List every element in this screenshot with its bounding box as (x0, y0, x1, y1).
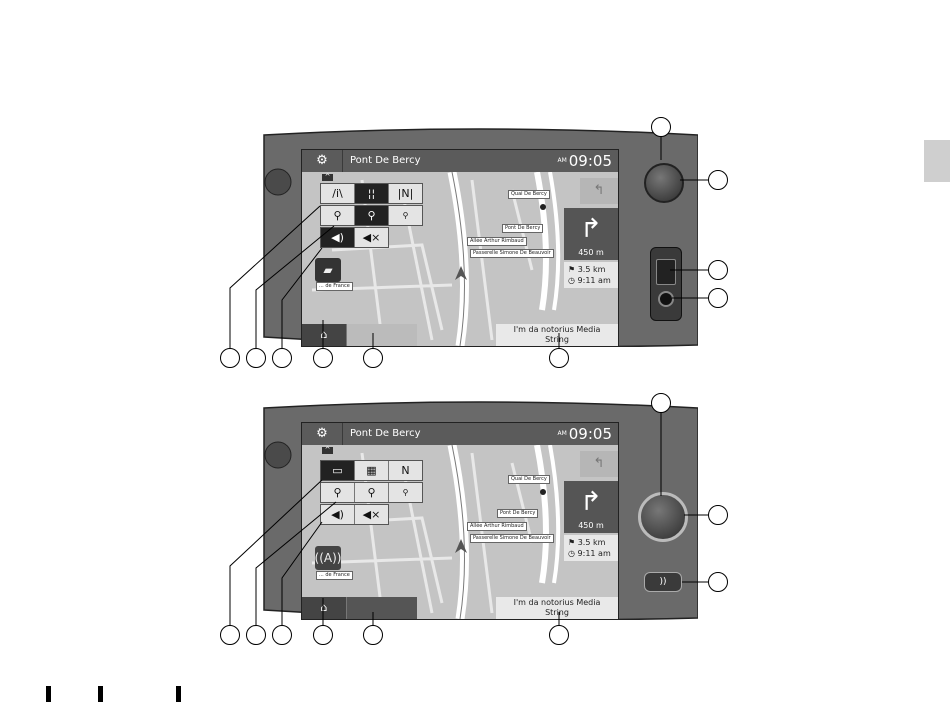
sound-buttons: ◀) ◀× (320, 504, 389, 525)
home-icon[interactable]: ⌂ (302, 324, 347, 346)
chat-bubbles-icon[interactable]: ▰ (315, 258, 341, 282)
next-turn-left-icon: ↰ (580, 178, 618, 204)
turn-right-arrow-icon: ↱450 m (564, 208, 618, 260)
map-label: ... de France (316, 571, 353, 580)
rotary-knob[interactable] (644, 163, 684, 203)
callout-marker (708, 572, 728, 592)
map-label: Passerelle Simone De Beauvoir (470, 249, 554, 258)
turn-right-arrow-icon: ↱450 m (564, 481, 618, 533)
poi-pin-icon (540, 489, 546, 495)
chevron-up-icon[interactable]: ^ (322, 447, 333, 454)
callout-marker (708, 505, 728, 525)
callout-marker (651, 117, 671, 137)
callout-marker (363, 625, 383, 645)
bottom-bar-empty-slot (347, 597, 417, 619)
callout-marker (313, 348, 333, 368)
callout-marker (246, 625, 266, 645)
3d-view-icon[interactable]: ▭ (321, 461, 355, 480)
sound-buttons: ◀) ◀× (320, 227, 389, 248)
callout-marker (272, 348, 292, 368)
callout-marker (708, 170, 728, 190)
speaker-on-icon[interactable]: ◀) (321, 228, 355, 247)
map-label: Pont De Bercy (502, 224, 544, 233)
zoom-buttons: ⚲ ⚲ ⚲ (320, 205, 423, 226)
map-view-buttons: /i\ ¦¦ |N| (320, 183, 423, 204)
bottom-bar-empty-slot (347, 324, 417, 346)
next-turn-left-icon: ↰ (580, 451, 618, 477)
trip-info: ⚑ 3.5 km ◷ 9:11 am (564, 535, 618, 561)
zoom-in-icon[interactable]: ⚲ (321, 483, 355, 502)
poi-pin-icon (540, 204, 546, 210)
aux-jack-icon (658, 291, 674, 307)
callout-marker (272, 625, 292, 645)
page-edge-tab (924, 140, 950, 182)
trip-info: ⚑ 3.5 km ◷ 9:11 am (564, 262, 618, 288)
map-label: Quai De Bercy (508, 190, 550, 199)
gear-icon[interactable]: ⚙ (302, 150, 343, 172)
north-up-icon[interactable]: |N| (389, 184, 422, 203)
zoom-out-icon[interactable]: ⚲ (389, 206, 422, 225)
callout-marker (651, 393, 671, 413)
callout-marker (220, 625, 240, 645)
zoom-default-icon[interactable]: ⚲ (355, 206, 389, 225)
callout-marker (313, 625, 333, 645)
callout-marker (549, 348, 569, 368)
speaker-on-icon[interactable]: ◀) (321, 505, 355, 524)
guidance-panel: ↰ ↱450 m ⚑ 3.5 km ◷ 9:11 am (564, 178, 618, 288)
3d-view-icon[interactable]: /i\ (321, 184, 355, 203)
2d-view-icon[interactable]: ¦¦ (355, 184, 389, 203)
callout-marker (708, 288, 728, 308)
map-view-buttons: ▭ ▦ N (320, 460, 423, 481)
map-label: Pont De Bercy (497, 509, 539, 518)
map-label: Quai De Bercy (508, 475, 550, 484)
zoom-default-icon[interactable]: ⚲ (355, 483, 389, 502)
current-street: Pont De Bercy (350, 428, 421, 439)
callout-marker (246, 348, 266, 368)
callout-marker (220, 348, 240, 368)
zoom-out-icon[interactable]: ⚲ (389, 483, 422, 502)
map-label: Passerelle Simone De Beauvoir (470, 534, 554, 543)
speaker-mute-icon[interactable]: ◀× (355, 228, 388, 247)
zoom-buttons: ⚲ ⚲ ⚲ (320, 482, 423, 503)
usb-socket (656, 259, 676, 285)
2d-view-icon[interactable]: ▦ (355, 461, 389, 480)
map-label: Allée Arthur Rimbaud (467, 522, 527, 531)
home-icon[interactable]: ⌂ (302, 597, 347, 619)
voice-button[interactable]: )) (644, 572, 682, 592)
gear-icon[interactable]: ⚙ (302, 423, 343, 445)
map-label: ... de France (316, 282, 353, 291)
current-street: Pont De Bercy (350, 155, 421, 166)
callout-marker (549, 625, 569, 645)
callout-marker (708, 260, 728, 280)
chevron-up-icon[interactable]: ^ (322, 174, 333, 181)
callout-marker (363, 348, 383, 368)
guidance-panel: ↰ ↱450 m ⚑ 3.5 km ◷ 9:11 am (564, 451, 618, 561)
rotary-knob[interactable] (638, 492, 688, 542)
speaker-mute-icon[interactable]: ◀× (355, 505, 388, 524)
map-label: Allée Arthur Rimbaud (467, 237, 527, 246)
zoom-in-icon[interactable]: ⚲ (321, 206, 355, 225)
north-up-icon[interactable]: N (389, 461, 422, 480)
traffic-antenna-icon[interactable]: ((A)) (315, 546, 341, 570)
